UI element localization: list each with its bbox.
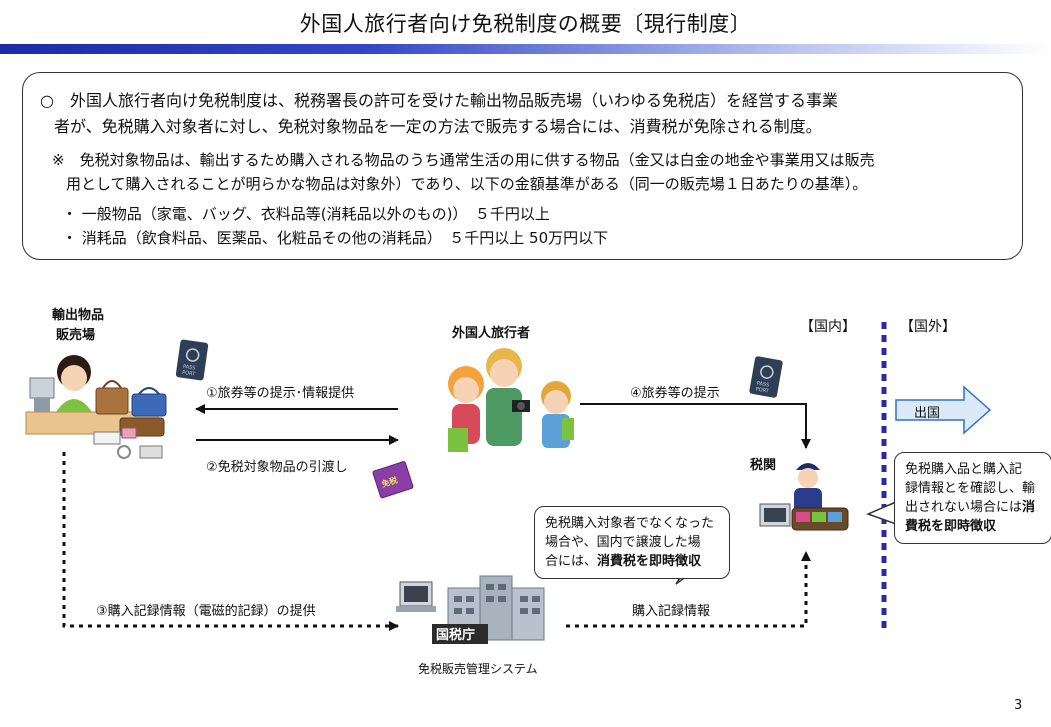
summary-bullet-general: ・ 一般物品（家電、バッグ、衣料品等(消耗品以外のもの)） ５千円以上 — [62, 205, 550, 223]
svg-text:国税庁: 国税庁 — [436, 627, 475, 643]
svg-text:免税: 免税 — [380, 475, 398, 489]
step1-label: ①旅券等の提示･情報提供 — [206, 386, 355, 401]
departure-arrow — [895, 385, 992, 435]
callout-nta-line3: 合には、消費税を即時徴収 — [545, 554, 702, 569]
summary-note-2: 用として購入されることが明らかな物品は対象外）であり、以下の金額基準がある（同一… — [66, 175, 868, 193]
purchase-record-label: 購入記録情報 — [632, 604, 711, 619]
svg-text:PASS: PASS — [183, 364, 196, 372]
summary-box — [22, 72, 1023, 260]
callout-customs-line1: 免税購入品と購入記 — [905, 462, 1023, 477]
callout-customs-emphasis-1: 消 — [1022, 500, 1036, 515]
title-underline-bar — [0, 44, 1051, 54]
summary-note-1: ※ 免税対象物品は、輸出するため購入される物品のうち通常生活の用に供する物品（金… — [52, 151, 875, 169]
svg-text:PORT: PORT — [182, 370, 197, 378]
customs-officer-illustration — [759, 463, 849, 531]
callout-customs-line2: 録情報とを確認し、輸 — [905, 481, 1036, 496]
passport-icon: PASS PORT — [175, 339, 209, 381]
svg-text:PORT: PORT — [755, 386, 770, 394]
callout-customs-tail — [865, 501, 897, 525]
departure-label: 出国 — [914, 406, 941, 421]
page-number: 3 — [1014, 698, 1023, 713]
callout-nta-line2: 場合や、国内で譲渡した場 — [545, 535, 701, 550]
shop-label-line1: 輸出物品 — [52, 308, 105, 323]
page-title: 外国人旅行者向け免税制度の概要〔現行制度〕 — [299, 12, 752, 36]
overseas-label: 【国外】 — [900, 319, 956, 335]
system-label: 免税販売管理システム — [418, 662, 538, 676]
summary-line-2: 者が、免税購入対象者に対し、免税対象物品を一定の方法で販売する場合には、消費税が… — [54, 117, 822, 136]
arrow-step3 — [62, 452, 399, 631]
arrow-step4 — [580, 403, 811, 449]
callout-nta: 免税購入対象者でなくなった 場合や、国内で譲渡した場 合には、消費税を即時徴収 — [534, 506, 730, 579]
step3-label: ③購入記録情報（電磁的記録）の提供 — [96, 604, 316, 619]
nta-building-illustration: 国税庁 — [396, 575, 545, 644]
summary-line-1: ○ 外国人旅行者向け免税制度は、税務署長の許可を受けた輸出物品販売場（いわゆる免… — [40, 91, 838, 110]
passport-icon-2: PASS PORT — [749, 356, 783, 398]
shop-illustration — [25, 355, 167, 459]
callout-customs: 免税購入品と購入記 録情報とを確認し、輸 出されない場合には消 費税を即時徴収 — [894, 452, 1051, 544]
callout-nta-emphasis: 消費税を即時徴収 — [597, 554, 702, 569]
callout-customs-emphasis-2: 費税を即時徴収 — [905, 519, 997, 534]
shop-label-line2: 販売場 — [56, 328, 96, 343]
arrow-purchase-record — [566, 551, 811, 628]
traveler-label: 外国人旅行者 — [452, 326, 531, 341]
callout-nta-line1: 免税購入対象者でなくなった — [545, 516, 715, 531]
customs-label: 税関 — [750, 458, 777, 473]
callout-customs-line3: 出されない場合には消 — [905, 500, 1036, 515]
traveler-illustration — [448, 348, 574, 452]
domestic-label: 【国内】 — [800, 319, 856, 335]
step2-label: ②免税対象物品の引渡し — [206, 460, 348, 475]
step4-label: ④旅券等の提示 — [630, 386, 720, 401]
svg-text:PASS: PASS — [756, 381, 769, 389]
tax-free-bag-icon: 免税 — [372, 461, 414, 499]
summary-bullet-consumables: ・ 消耗品（飲食料品、医薬品、化粧品その他の消耗品） ５千円以上 50万円以下 — [62, 229, 609, 247]
